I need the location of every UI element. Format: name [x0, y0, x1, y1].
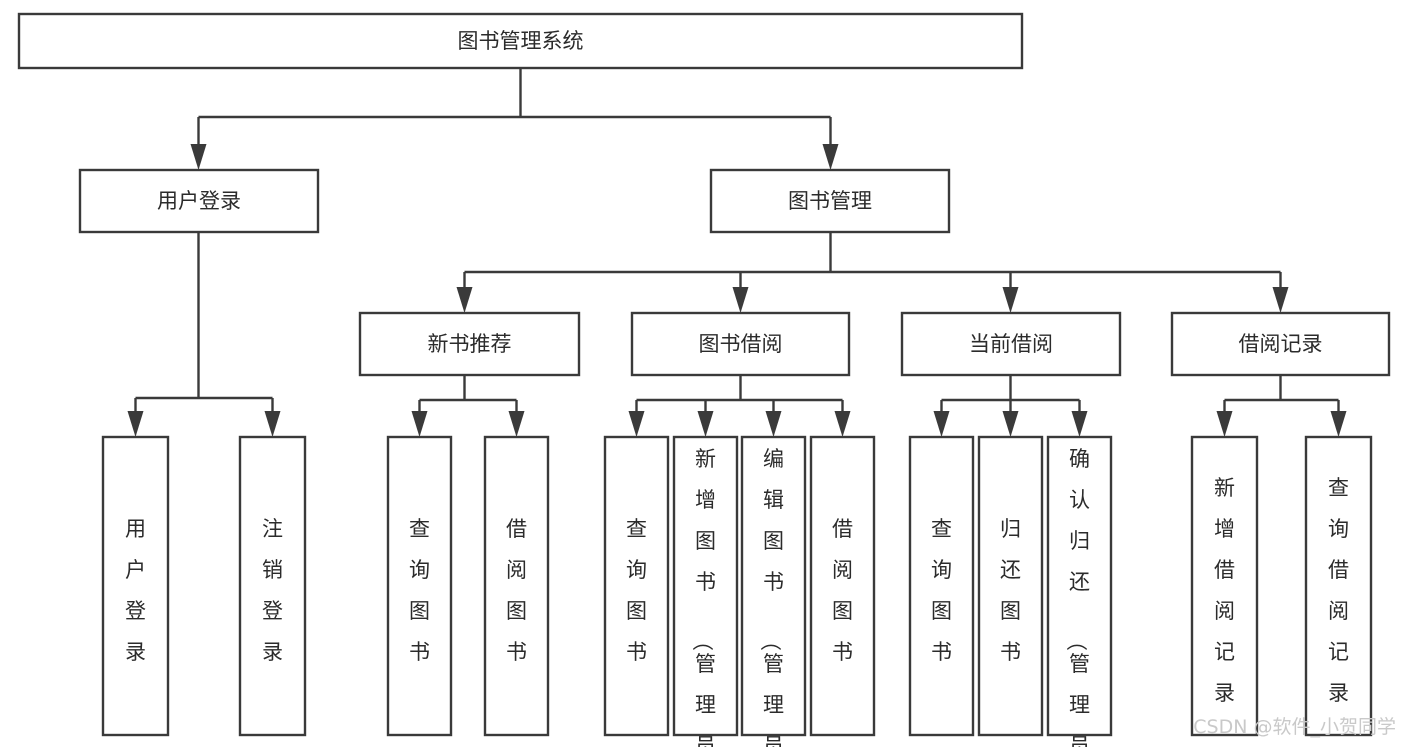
- leaf-edit-book-label: 编辑图书（管理员）: [758, 447, 784, 747]
- leaf-query-book-1-box[interactable]: [386, 435, 453, 737]
- leaf-confirm-return-box[interactable]: [1046, 435, 1113, 737]
- node-book-borrow-label: 图书借阅: [699, 332, 783, 356]
- leaf-node[interactable]: 查询图书: [908, 435, 975, 737]
- arrow-to-leaf-user-login: [127, 411, 144, 437]
- leaf-node[interactable]: 查询借阅记录: [1304, 435, 1373, 737]
- arrow-to-book-manage: [822, 144, 839, 170]
- leaf-query-record-box[interactable]: [1304, 435, 1373, 737]
- arrow-to-new-book-recommend: [456, 287, 473, 313]
- node-current-borrow[interactable]: 当前借阅: [900, 311, 1122, 377]
- leaf-add-book-label: 新增图书（管理员）: [690, 447, 716, 747]
- leaf-node[interactable]: 确认归还（管理员）: [1046, 435, 1113, 747]
- leaf-query-book-2-box[interactable]: [603, 435, 670, 737]
- leaf-logout-login-label: 注销登录: [262, 517, 283, 664]
- leaf-node[interactable]: 编辑图书（管理员）: [740, 435, 807, 747]
- leaf-query-book-3-label: 查询图书: [931, 517, 952, 664]
- leaf-node[interactable]: 注销登录: [238, 435, 307, 737]
- leaf-add-record-box[interactable]: [1190, 435, 1259, 737]
- leaf-edit-book-box[interactable]: [740, 435, 807, 737]
- connector-edges: [127, 68, 1347, 437]
- node-book-manage-label: 图书管理: [788, 189, 872, 213]
- arrow-to-leaf-query-book-1: [411, 411, 428, 437]
- node-user-login-label: 用户登录: [157, 189, 241, 213]
- leaf-user-login-box[interactable]: [101, 435, 170, 737]
- leaf-node[interactable]: 用户登录: [101, 435, 170, 737]
- node-book-borrow-box[interactable]: [630, 311, 851, 377]
- leaf-node[interactable]: 查询图书: [603, 435, 670, 737]
- node-book-borrow[interactable]: 图书借阅: [630, 311, 851, 377]
- leaf-confirm-return-label: 确认归还（管理员）: [1064, 447, 1090, 747]
- node-new-book-recommend-label: 新书推荐: [428, 332, 512, 356]
- arrow-to-leaf-confirm-return: [1071, 411, 1088, 437]
- node-user-login[interactable]: 用户登录: [78, 168, 320, 234]
- node-borrow-record-box[interactable]: [1170, 311, 1391, 377]
- csdn-watermark: CSDN @软件_小贺同学: [1193, 716, 1396, 738]
- leaf-node[interactable]: 新增借阅记录: [1190, 435, 1259, 737]
- arrow-to-current-borrow: [1002, 287, 1019, 313]
- leaf-node[interactable]: 新增图书（管理员）: [672, 435, 739, 747]
- leaf-return-book-box[interactable]: [977, 435, 1044, 737]
- arrow-to-book-borrow: [732, 287, 749, 313]
- arrow-to-leaf-edit-book: [765, 411, 782, 437]
- node-new-book-recommend-box[interactable]: [358, 311, 581, 377]
- arrow-to-leaf-query-record: [1330, 411, 1347, 437]
- arrow-to-leaf-borrow-book-2: [834, 411, 851, 437]
- leaf-logout-login-box[interactable]: [238, 435, 307, 737]
- arrow-to-leaf-add-record: [1216, 411, 1233, 437]
- arrow-to-leaf-logout: [264, 411, 281, 437]
- node-borrow-record[interactable]: 借阅记录: [1170, 311, 1391, 377]
- node-current-borrow-box[interactable]: [900, 311, 1122, 377]
- arrow-to-leaf-return-book: [1002, 411, 1019, 437]
- leaf-node[interactable]: 借阅图书: [483, 435, 550, 737]
- node-book-manage[interactable]: 图书管理: [709, 168, 951, 234]
- arrow-to-leaf-query-book-2: [628, 411, 645, 437]
- leaf-query-record-label: 查询借阅记录: [1328, 476, 1349, 705]
- leaf-add-record-label: 新增借阅记录: [1214, 476, 1235, 705]
- leaf-borrow-book-2-label: 借阅图书: [832, 517, 853, 664]
- leaf-query-book-2-label: 查询图书: [626, 517, 647, 664]
- arrow-to-leaf-add-book: [697, 411, 714, 437]
- node-book-manage-box[interactable]: [709, 168, 951, 234]
- leaf-node[interactable]: 查询图书: [386, 435, 453, 737]
- arrow-to-borrow-record: [1272, 287, 1289, 313]
- node-user-login-box[interactable]: [78, 168, 320, 234]
- leaf-node[interactable]: 归还图书: [977, 435, 1044, 737]
- arrow-to-leaf-query-book-3: [933, 411, 950, 437]
- arrow-to-user-login: [190, 144, 207, 170]
- node-root-box[interactable]: [17, 12, 1024, 70]
- leaf-user-login-label: 用户登录: [125, 517, 146, 664]
- node-borrow-record-label: 借阅记录: [1239, 332, 1323, 356]
- node-new-book-recommend[interactable]: 新书推荐: [358, 311, 581, 377]
- leaf-query-book-1-label: 查询图书: [409, 517, 430, 664]
- leaf-return-book-label: 归还图书: [1000, 517, 1021, 664]
- leaf-borrow-book-1-box[interactable]: [483, 435, 550, 737]
- leaf-borrow-book-2-box[interactable]: [809, 435, 876, 737]
- node-root[interactable]: 图书管理系统: [17, 12, 1024, 70]
- arrow-to-leaf-borrow-book-1: [508, 411, 525, 437]
- leaf-query-book-3-box[interactable]: [908, 435, 975, 737]
- leaf-add-book-box[interactable]: [672, 435, 739, 737]
- node-root-label: 图书管理系统: [458, 29, 584, 53]
- leaf-node[interactable]: 借阅图书: [809, 435, 876, 737]
- leaf-borrow-book-1-label: 借阅图书: [506, 517, 527, 664]
- node-current-borrow-label: 当前借阅: [969, 332, 1053, 356]
